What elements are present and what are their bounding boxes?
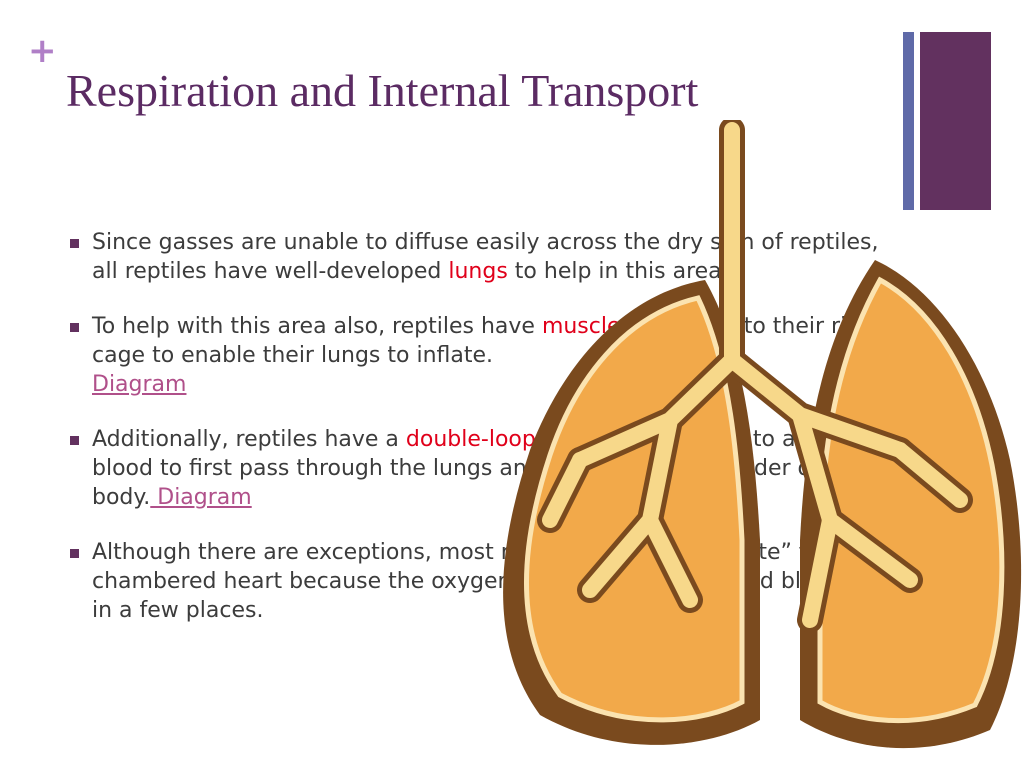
lungs-illustration — [503, 120, 1022, 749]
accent-bar-thin — [903, 32, 914, 210]
highlight-term: lungs — [448, 259, 508, 284]
bullet-text: to help in this area. — [507, 259, 729, 284]
square-bullet-icon — [70, 549, 79, 558]
highlight-term: double-loop — [405, 427, 536, 452]
airway-tree — [537, 120, 973, 633]
square-bullet-icon — [70, 239, 79, 248]
bullet-text: To help with this area also, reptiles ha… — [92, 314, 542, 339]
diagram-link[interactable]: Diagram — [150, 485, 252, 510]
square-bullet-icon — [70, 323, 79, 332]
slide-title: Respiration and Internal Transport — [66, 65, 699, 116]
right-lung — [800, 260, 1022, 749]
square-bullet-icon — [70, 436, 79, 445]
bullet-text: Additionally, reptiles have a — [92, 427, 406, 452]
accent-bar-thick — [920, 32, 991, 210]
bullet-text: Since gasses are unable to diffuse easil… — [92, 230, 879, 284]
bullet-item: Since gasses are unable to diffuse easil… — [70, 228, 890, 286]
bullet-text: in a few places. — [92, 598, 264, 623]
plus-icon: + — [28, 31, 57, 71]
diagram-link[interactable]: Diagram — [92, 372, 187, 397]
